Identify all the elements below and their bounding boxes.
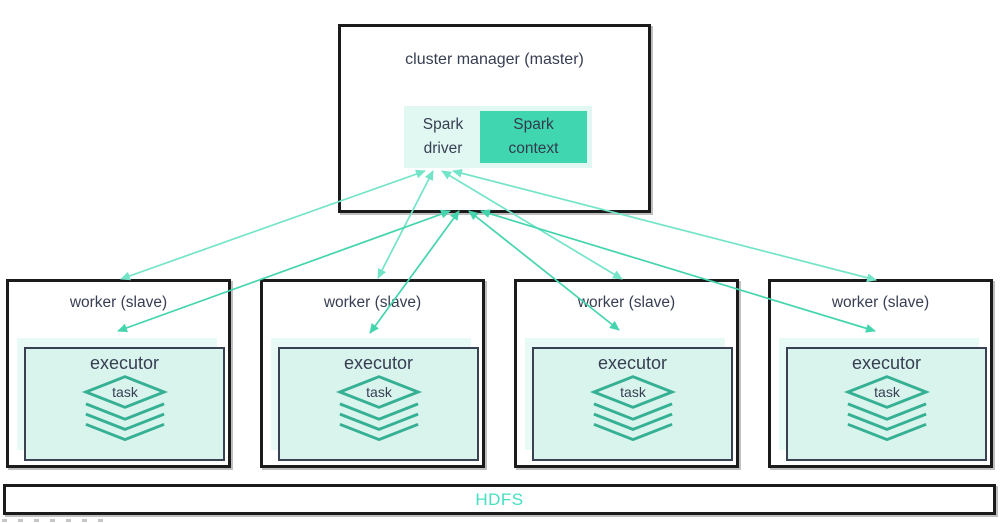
worker-title-1: worker (slave) — [69, 294, 168, 311]
worker-title-3: worker (slave) — [577, 294, 676, 311]
executor-box-4: executor task — [786, 347, 987, 461]
task-stack-icon-4: task — [843, 375, 930, 442]
worker-title-4: worker (slave) — [831, 294, 930, 311]
task-label-3: task — [620, 384, 647, 400]
worker-box-3: worker (slave) executor task — [514, 279, 739, 468]
hdfs-bar: HDFS — [3, 484, 996, 515]
executor-label-1: executor — [89, 353, 160, 373]
cropped-artifact-dots — [2, 519, 112, 522]
hdfs-label: HDFS — [475, 489, 524, 509]
task-label-2: task — [366, 384, 393, 400]
worker-box-1: worker (slave) executor task — [6, 279, 231, 468]
executor-box-3: executor task — [532, 347, 733, 461]
spark-context-label: Spark context — [508, 115, 559, 157]
cluster-manager-box: cluster manager (master) Spark driver Sp… — [338, 24, 651, 213]
cluster-manager-title: cluster manager (master) — [405, 51, 584, 68]
spark-context-box: Spark context — [480, 111, 587, 163]
executor-label-4: executor — [851, 353, 922, 373]
executor-label-3: executor — [597, 353, 668, 373]
task-label-1: task — [112, 384, 139, 400]
worker-title-2: worker (slave) — [323, 294, 422, 311]
worker-box-2: worker (slave) executor task — [260, 279, 485, 468]
task-stack-icon-2: task — [335, 375, 422, 442]
task-stack-icon-3: task — [589, 375, 676, 442]
spark-driver-label: Spark driver — [422, 115, 464, 157]
task-stack-icon-1: task — [81, 375, 168, 442]
task-label-4: task — [874, 384, 901, 400]
spark-driver-box: Spark driver Spark context — [404, 106, 592, 168]
executor-label-2: executor — [343, 353, 414, 373]
executor-box-2: executor task — [278, 347, 479, 461]
worker-box-4: worker (slave) executor task — [768, 279, 993, 468]
executor-box-1: executor task — [24, 347, 225, 461]
